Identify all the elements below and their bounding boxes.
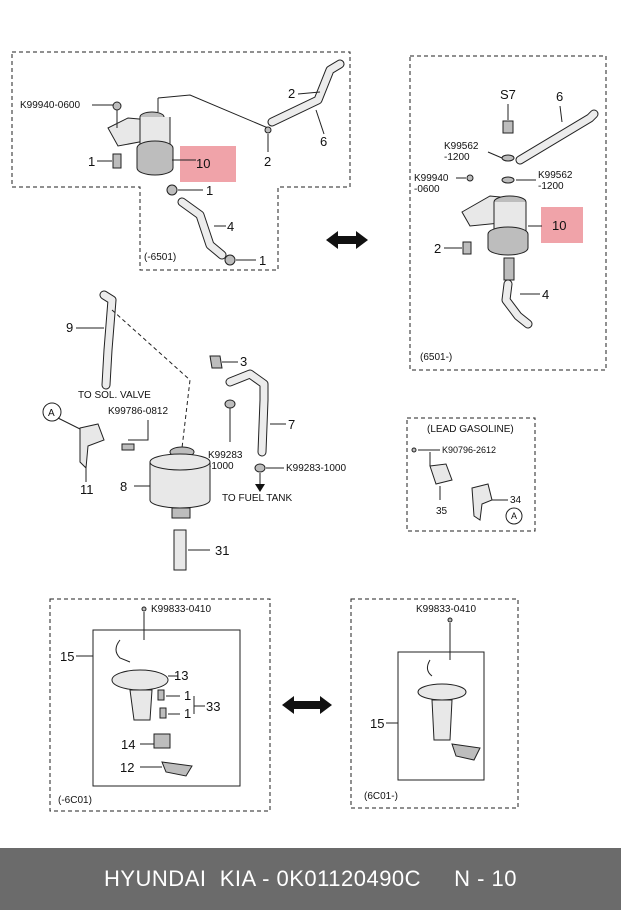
part-label-1b: 2	[288, 86, 295, 101]
part-label-31: 31	[215, 543, 229, 558]
lead-title: (LEAD GASOLINE)	[427, 424, 514, 435]
code-k90796: K90796-2612	[442, 445, 496, 455]
code-k99283-b: K99283-1000	[286, 463, 346, 474]
double-arrow-icon	[282, 696, 332, 714]
panel-middle: 9 TO SOL. VALVE 3 7 K99283-1000 A K99786…	[42, 290, 346, 571]
part-label-14: 14	[121, 737, 135, 752]
code-k99562-a: K99562-1200	[444, 141, 479, 163]
panel-bottom-right: K99833-0410 15 (6C01-)	[350, 598, 519, 809]
part-label-15: 15	[60, 649, 74, 664]
code-k99562-b: K99562-1200	[538, 170, 573, 192]
part-label-7: 7	[288, 417, 295, 432]
part-label-1a: 2	[264, 154, 271, 169]
footer-bar: HYUNDAI KIA - 0K01120490C N - 10	[0, 848, 621, 910]
part-label-s7: S7	[500, 87, 516, 102]
part-label-33: 33	[206, 699, 220, 714]
label-to-fuel-tank: TO FUEL TANK	[222, 493, 293, 504]
part-label-2: 1	[88, 154, 95, 169]
code-k99833: K99833-0410	[416, 604, 476, 615]
panel-bottom-left: K99833-0410 15 13 1 1 33 14 12 (-6C01)	[49, 598, 271, 812]
part-label-1a: 1	[184, 688, 191, 703]
part-label-35: 35	[436, 506, 448, 517]
highlight-box-10	[541, 207, 583, 243]
part-label-15: 15	[370, 716, 384, 731]
part-label-4: 4	[542, 287, 549, 302]
part-label-1b: 1	[184, 706, 191, 721]
part-label-1d: 1	[259, 253, 266, 268]
part-label-2: 2	[434, 241, 441, 256]
footer-text: HYUNDAI KIA - 0K01120490C N - 10	[103, 866, 518, 891]
part-label-9: 9	[66, 320, 73, 335]
code-k99786: K99786-0812	[108, 406, 168, 417]
code-k99940: K99940-0600	[20, 100, 80, 111]
part-label-13: 13	[174, 668, 188, 683]
range-label: (-6C01)	[58, 795, 92, 806]
panel-top-left: K99940-0600 10 1 2 2 6 1	[11, 51, 351, 271]
range-label: (6501-)	[420, 352, 452, 363]
panel-top-right: S7 6 K99562-1200 K99940-0600 K99562-1200…	[409, 55, 607, 371]
double-arrow-icon	[326, 231, 368, 249]
part-label-8: 8	[120, 479, 127, 494]
part-label-10: 10	[196, 156, 210, 171]
code-k99283-a: K99283-1000	[208, 450, 243, 472]
part-label-6: 6	[320, 134, 327, 149]
code-k99940: K99940-0600	[414, 173, 449, 195]
callout-a: A	[511, 511, 517, 521]
part-label-34: 34	[510, 495, 522, 506]
highlight-box-10	[180, 146, 236, 182]
callout-a: A	[48, 408, 55, 419]
part-label-11: 11	[80, 482, 94, 497]
part-label-3: 3	[240, 354, 247, 369]
code-k99833: K99833-0410	[151, 604, 211, 615]
part-label-6: 6	[556, 89, 563, 104]
range-label: (6C01-)	[364, 791, 398, 802]
label-to-sol-valve: TO SOL. VALVE	[78, 390, 151, 401]
parts-diagram: K99940-0600 10 1 2 2 6 1	[11, 51, 607, 812]
part-label-12: 12	[120, 760, 134, 775]
panel-lead-gasoline: (LEAD GASOLINE) K90796-2612 35 34 A	[406, 417, 536, 532]
range-label: (-6501)	[144, 252, 176, 263]
part-label-10: 10	[552, 218, 566, 233]
part-label-4: 4	[227, 219, 234, 234]
part-label-1c: 1	[206, 183, 213, 198]
